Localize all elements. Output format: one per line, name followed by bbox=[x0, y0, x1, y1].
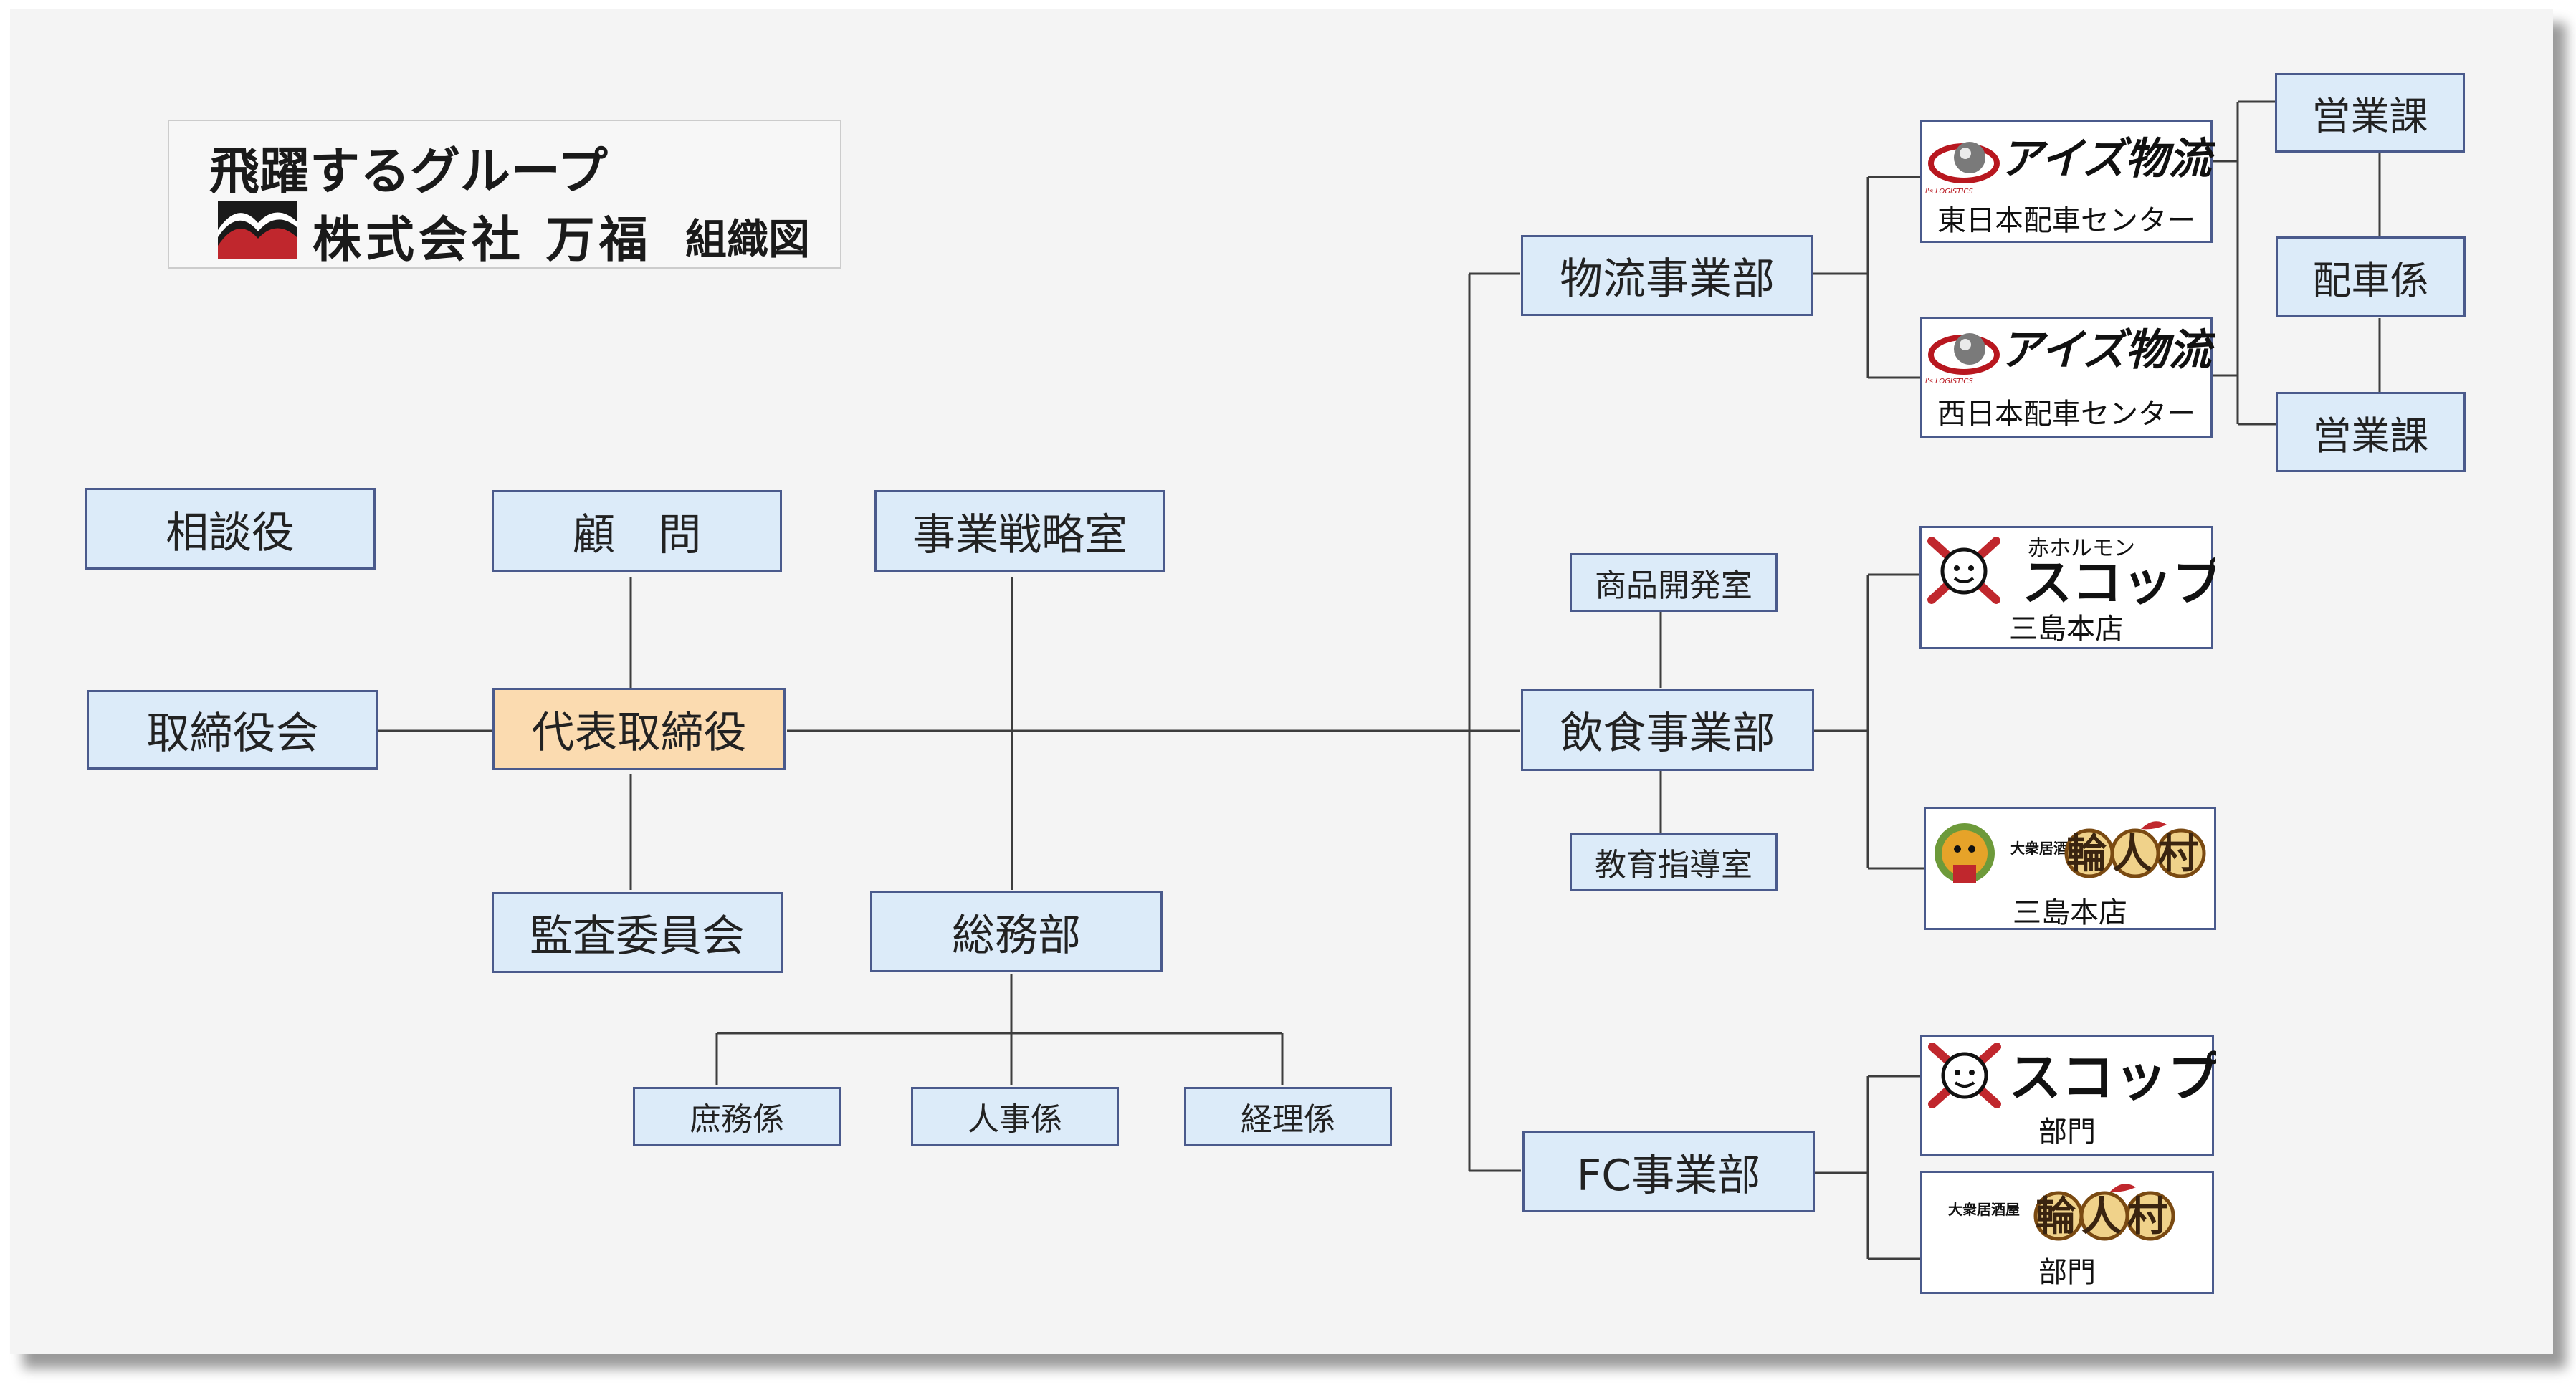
wajin-fc-sub: 部門 bbox=[2038, 1256, 2096, 1289]
kansa-box: 監査委員会 bbox=[492, 892, 783, 973]
ceo-box: 代表取締役 bbox=[492, 688, 786, 770]
senryaku-box: 事業戦略室 bbox=[874, 490, 1165, 572]
scop-logo-icon: 赤ホルモン スコップ bbox=[1927, 536, 2215, 610]
scop-brand: スコップ bbox=[2008, 1047, 2216, 1108]
wajin-fc-logo-box: 大衆居酒屋 輪人村 部門 bbox=[1920, 1171, 2214, 1294]
title-card: 飛躍するグループ 株式会社 万福 組織図 bbox=[168, 120, 841, 269]
komon-box: 顧 問 bbox=[492, 490, 782, 572]
wajin-small: 大衆居酒屋 bbox=[1948, 1201, 2020, 1218]
chart-name: 組織図 bbox=[685, 215, 811, 264]
shohin-label: 商品開発室 bbox=[1595, 567, 1752, 604]
wajin-mishima-logo-box: 大衆居酒屋 輪人村 三島本店 bbox=[1924, 807, 2216, 930]
inshoku-label: 飲食事業部 bbox=[1560, 709, 1775, 759]
wajin-mishima-sub: 三島本店 bbox=[2013, 896, 2127, 929]
keiri-label: 経理係 bbox=[1241, 1101, 1335, 1138]
ais-west-sub: 西日本配車センター bbox=[1937, 398, 2195, 431]
board-label: 取締役会 bbox=[146, 709, 319, 759]
soudanyaku-label: 相談役 bbox=[166, 507, 295, 558]
scop-small: 赤ホルモン bbox=[2028, 536, 2135, 561]
ceo-label: 代表取締役 bbox=[531, 708, 747, 758]
wajin-logo-icon: 大衆居酒屋 輪人村 bbox=[1935, 821, 2206, 883]
scop-mishima-logo-box: 赤ホルモン スコップ 三島本店 bbox=[1919, 526, 2215, 649]
butsuryu-label: 物流事業部 bbox=[1560, 254, 1775, 305]
ais-west-logo-box: アイズ物流 I's LOGISTICS 西日本配車センター bbox=[1920, 317, 2215, 438]
kyoiku-box: 教育指導室 bbox=[1570, 833, 1778, 891]
soumu-label: 総務部 bbox=[952, 910, 1081, 961]
shomu-box: 庶務係 bbox=[633, 1087, 841, 1146]
org-chart-canvas: 飛躍するグループ 株式会社 万福 組織図 相談役 取締役会 顧 問 代表取締役 … bbox=[10, 9, 2553, 1354]
haisha-box: 配車係 bbox=[2276, 236, 2466, 317]
inshoku-box: 飲食事業部 bbox=[1521, 689, 1814, 771]
keiri-box: 経理係 bbox=[1184, 1087, 1392, 1146]
scop-logo-icon: スコップ bbox=[1928, 1042, 2216, 1108]
jinji-label: 人事係 bbox=[968, 1101, 1062, 1138]
shohin-box: 商品開発室 bbox=[1570, 553, 1778, 612]
eigyo2-label: 営業課 bbox=[2312, 413, 2429, 459]
ais-logo-icon: アイズ物流 I's LOGISTICS bbox=[1925, 134, 2215, 196]
komon-label: 顧 問 bbox=[572, 510, 702, 560]
connector-lines bbox=[374, 100, 2381, 1260]
soumu-box: 総務部 bbox=[870, 891, 1163, 972]
company-name: 株式会社 万福 bbox=[313, 212, 652, 269]
eigyo1-label: 営業課 bbox=[2312, 94, 2428, 139]
wajin-brand: 輪人村 bbox=[2066, 831, 2204, 878]
ais-brand: アイズ物流 bbox=[2000, 325, 2215, 375]
scop-fc-logo-box: スコップ 部門 bbox=[1920, 1035, 2216, 1156]
shomu-label: 庶務係 bbox=[690, 1101, 784, 1138]
eigyo1-box: 営業課 bbox=[2275, 73, 2465, 153]
soudanyaku-box: 相談役 bbox=[85, 488, 376, 570]
ais-tag: I's LOGISTICS bbox=[1925, 188, 1973, 196]
eigyo2-box: 営業課 bbox=[2276, 392, 2466, 472]
wajin-logo-icon: 大衆居酒屋 輪人村 bbox=[1948, 1184, 2175, 1241]
board-box: 取締役会 bbox=[87, 690, 378, 770]
ais-logo-icon: アイズ物流 I's LOGISTICS bbox=[1925, 325, 2215, 385]
scop-mishima-sub: 三島本店 bbox=[2009, 613, 2124, 646]
kyoiku-label: 教育指導室 bbox=[1595, 847, 1752, 883]
ais-east-logo-box: アイズ物流 I's LOGISTICS 東日本配車センター bbox=[1920, 120, 2215, 243]
butsuryu-box: 物流事業部 bbox=[1521, 235, 1813, 316]
wajin-brand: 輪人村 bbox=[2036, 1194, 2173, 1240]
ais-tag: I's LOGISTICS bbox=[1925, 378, 1973, 385]
fc-box: FC事業部 bbox=[1522, 1131, 1815, 1212]
fc-label: FC事業部 bbox=[1576, 1150, 1761, 1201]
scop-fc-sub: 部門 bbox=[2038, 1116, 2096, 1149]
haisha-label: 配車係 bbox=[2312, 258, 2429, 303]
jinji-box: 人事係 bbox=[911, 1087, 1119, 1146]
scop-brand: スコップ bbox=[2022, 553, 2215, 610]
manpuku-logo-icon bbox=[218, 201, 297, 259]
group-slogan: 飛躍するグループ bbox=[209, 142, 608, 201]
ais-east-sub: 東日本配車センター bbox=[1937, 204, 2195, 237]
senryaku-label: 事業戦略室 bbox=[912, 510, 1127, 560]
ais-brand: アイズ物流 bbox=[2000, 134, 2215, 184]
kansa-label: 監査委員会 bbox=[530, 911, 745, 962]
